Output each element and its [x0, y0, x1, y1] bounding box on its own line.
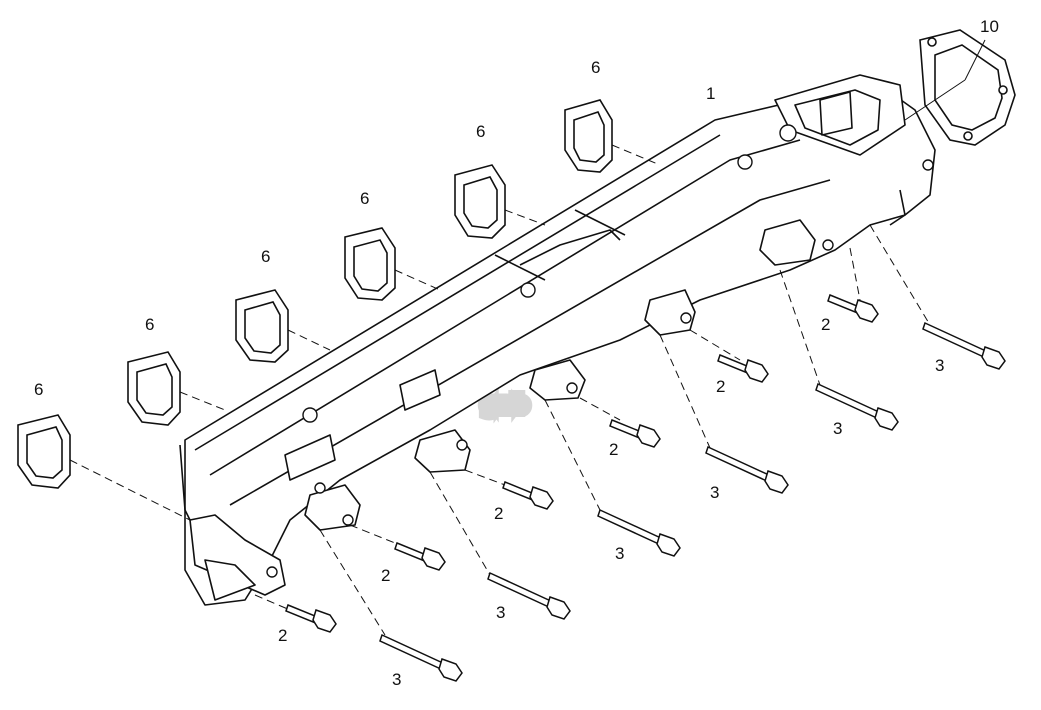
callout-3-a: 3 [935, 356, 944, 375]
long-bolt-6 [379, 633, 463, 682]
short-bolt-1 [827, 294, 879, 323]
callout-3-b: 3 [833, 419, 842, 438]
callout-2-c: 2 [609, 440, 618, 459]
port-gasket-2 [454, 164, 506, 239]
callout-2-e: 2 [381, 566, 390, 585]
callout-labels: 10 1 6 6 6 6 6 6 2 2 2 2 2 2 3 3 3 3 3 3 [34, 17, 999, 689]
port-gaskets [17, 99, 613, 489]
callout-6-e: 6 [145, 315, 154, 334]
callout-1: 1 [706, 84, 715, 103]
long-bolt-4 [597, 508, 681, 557]
watermark: gmb [477, 388, 533, 422]
callout-3-f: 3 [392, 670, 401, 689]
long-bolt-5 [487, 571, 571, 620]
short-bolt-5 [394, 542, 446, 571]
port-gasket-3 [344, 227, 396, 301]
callout-3-e: 3 [496, 603, 505, 622]
callout-2-f: 2 [278, 626, 287, 645]
callout-6-b: 6 [476, 122, 485, 141]
short-bolt-3 [609, 419, 661, 448]
port-gasket-1 [564, 99, 613, 173]
callout-2-a: 2 [821, 315, 830, 334]
callout-6-d: 6 [261, 247, 270, 266]
gasket-10 [919, 29, 1016, 146]
watermark-text: gmb [484, 395, 526, 415]
callout-2-d: 2 [494, 504, 503, 523]
long-bolt-2 [815, 382, 899, 431]
port-gasket-5 [127, 351, 181, 426]
short-bolt-2 [717, 354, 769, 383]
long-bolts [379, 321, 1006, 682]
callout-3-c: 3 [710, 483, 719, 502]
leader-lines [904, 39, 986, 121]
callout-6-a: 6 [591, 58, 600, 77]
manifold-body [179, 74, 936, 606]
callout-10: 10 [980, 17, 999, 36]
callout-2-b: 2 [716, 377, 725, 396]
short-bolt-6 [285, 604, 337, 633]
callout-6-f: 6 [34, 380, 43, 399]
port-gasket-4 [235, 289, 289, 363]
long-bolt-3 [705, 445, 789, 494]
short-bolt-4 [502, 481, 554, 510]
callout-3-d: 3 [615, 544, 624, 563]
alignment-lines [69, 144, 931, 636]
callout-6-c: 6 [360, 189, 369, 208]
short-bolts [285, 294, 879, 633]
port-gasket-6 [17, 414, 71, 489]
long-bolt-1 [922, 321, 1006, 370]
body-holes [266, 124, 934, 578]
